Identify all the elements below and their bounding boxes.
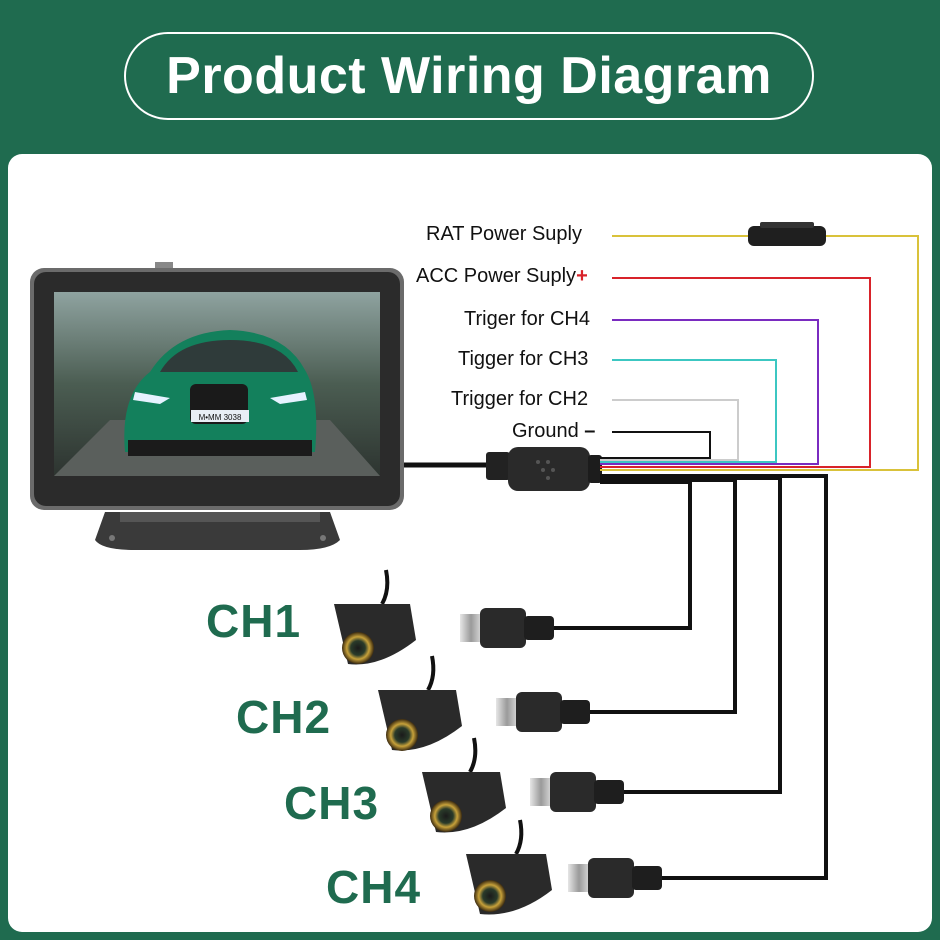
plug-ch4: [568, 858, 662, 898]
label-ch2-trigger: Trigger for CH2: [451, 388, 588, 411]
label-rat-power: RAT Power Suply: [426, 223, 582, 246]
wire-ch2-trigger: [600, 399, 739, 461]
page-title: Product Wiring Diagram: [124, 32, 814, 120]
label-ch4-text: Triger for CH4: [464, 308, 590, 330]
minus-sign: –: [584, 420, 596, 442]
label-ch4-trigger: Triger for CH4: [464, 308, 590, 331]
main-connector: [486, 447, 602, 491]
wire-bundle: [600, 235, 919, 471]
plug-ch2: [496, 692, 590, 732]
camera-ch4: [466, 819, 552, 915]
label-acc-text: ACC Power Suply: [416, 265, 577, 287]
channel-label-ch3: CH3: [284, 777, 380, 829]
wire-acc: [600, 277, 871, 468]
camera-ch2: [378, 655, 462, 751]
wire-ch3-trigger: [600, 359, 777, 463]
channel-label-ch4: CH4: [326, 861, 422, 913]
plug-ch1: [460, 608, 554, 648]
channel-label-ch2: CH2: [236, 691, 332, 743]
plate-text: M•MM 3038: [199, 413, 242, 422]
camera-ch3: [422, 737, 506, 833]
plug-ch3: [530, 772, 624, 812]
label-ch3-trigger: Tigger for CH3: [458, 348, 588, 371]
cable-ch1: [552, 480, 692, 630]
plus-sign: +: [576, 265, 588, 287]
camera-cables: [552, 474, 828, 880]
label-ch3-text: Tigger for CH3: [458, 348, 589, 370]
label-ch2-text: Trigger for CH2: [451, 388, 589, 410]
fuse-holder: [748, 222, 826, 246]
wire-ground: [600, 431, 711, 459]
label-ground-text: Ground: [512, 420, 579, 442]
cable-ch4: [600, 474, 828, 880]
camera-ch1: [334, 569, 416, 665]
channel-label-ch1: CH1: [206, 595, 302, 647]
label-acc-power: ACC Power Suply+: [416, 265, 588, 288]
label-ground: Ground –: [512, 420, 595, 443]
cable-ch2: [588, 478, 737, 714]
car-image: M•MM 3038: [124, 330, 317, 456]
wire-rat: [600, 235, 919, 471]
wire-ch4-trigger: [600, 319, 819, 465]
label-rat-text: RAT Power Suply: [426, 223, 582, 245]
monitor: M•MM 3038: [30, 262, 404, 550]
